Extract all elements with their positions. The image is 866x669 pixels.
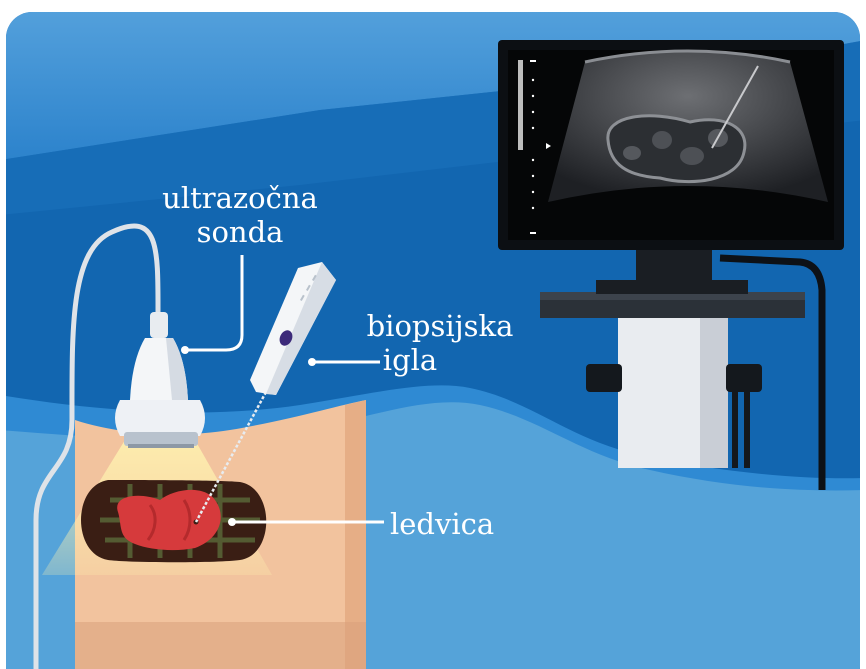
- kidney-label: ledvica: [390, 507, 494, 541]
- probe-label-line2: sonda: [197, 215, 284, 249]
- needle-label-line2: igla: [383, 343, 437, 377]
- needle-label-line1: biopsijska: [367, 309, 514, 343]
- probe-label-line1: ultrazočna: [162, 181, 318, 215]
